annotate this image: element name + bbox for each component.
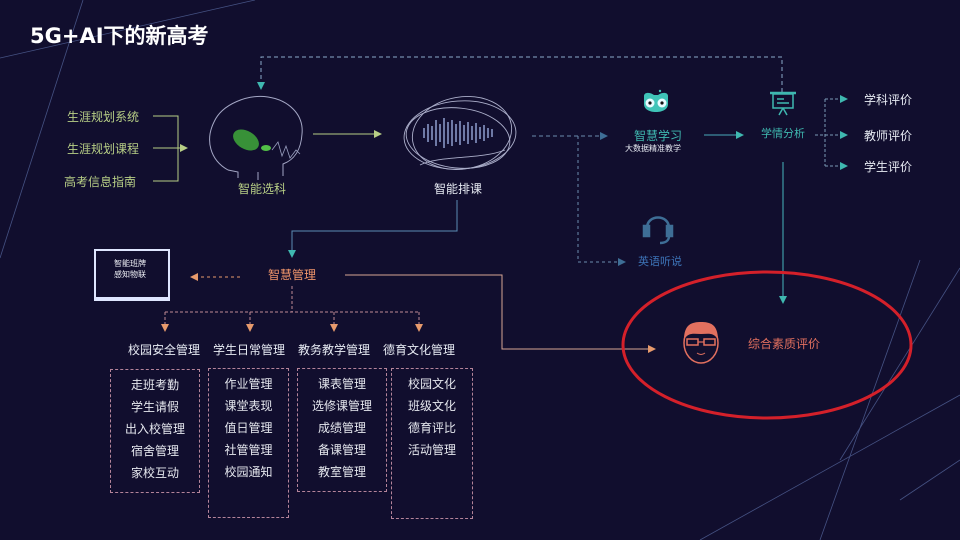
smart-class-board-label: 智能班牌 感知物联: [94, 258, 166, 280]
evaluation-subject: 学科评价: [864, 93, 913, 107]
highlight-ellipse: [621, 270, 913, 420]
node-smart-learning-sublabel: 大数据精准教学: [625, 144, 681, 153]
student-face-icon: [683, 322, 719, 364]
list-item: 课表管理: [317, 377, 366, 391]
owl-icon: [644, 89, 668, 112]
list-item: 班级文化: [407, 399, 456, 413]
list-item: 校园文化: [407, 377, 456, 391]
list-item: 值日管理: [224, 421, 273, 435]
node-smart-scheduling: 智能排课: [434, 182, 483, 196]
list-item: 作业管理: [224, 377, 273, 391]
evaluation-student: 学生评价: [864, 160, 913, 174]
smart-class-board-line1: 智能班牌: [114, 259, 146, 268]
list-item: 教室管理: [317, 465, 366, 479]
category-moral-culture: 德育文化管理: [383, 343, 456, 357]
input-career-planning-system: 生涯规划系统: [67, 110, 140, 124]
smart-class-board-line2: 感知物联: [114, 270, 146, 279]
list-item: 学生请假: [130, 400, 179, 414]
monitor-icon: [94, 249, 170, 299]
input-gaokao-info-guide: 高考信息指南: [64, 175, 137, 189]
input-career-planning-course: 生涯规划课程: [67, 142, 140, 156]
list-item: 社管管理: [224, 443, 273, 457]
evaluation-teacher: 教师评价: [864, 129, 913, 143]
node-smart-subject-selection: 智能选科: [238, 182, 287, 196]
list-item: 走班考勤: [130, 378, 179, 392]
brain-waveform-icon: [403, 96, 517, 170]
brain-icon: [209, 95, 303, 180]
list-item: 备课管理: [317, 443, 366, 457]
node-comprehensive-evaluation: 综合素质评价: [748, 337, 821, 351]
list-item: 家校互动: [130, 466, 179, 480]
list-item: 成绩管理: [317, 421, 366, 435]
list-item: 选修课管理: [311, 399, 372, 413]
category-box-student-daily: 作业管理 课堂表现 值日管理 社管管理 校园通知: [208, 368, 289, 518]
presentation-board-icon: [770, 91, 796, 116]
list-item: 宿舍管理: [130, 444, 179, 458]
headset-icon: [642, 216, 674, 245]
monitor-base: [94, 299, 170, 301]
node-smart-management: 智慧管理: [268, 268, 317, 282]
category-box-moral-culture: 校园文化 班级文化 德育评比 活动管理: [391, 368, 473, 519]
node-smart-learning: 智慧学习: [634, 129, 683, 143]
category-box-academic-affairs: 课表管理 选修课管理 成绩管理 备课管理 教室管理: [297, 368, 387, 492]
node-learning-analysis: 学情分析: [761, 127, 805, 140]
list-item: 校园通知: [224, 465, 273, 479]
list-item: 德育评比: [407, 421, 456, 435]
list-item: 课堂表现: [224, 399, 273, 413]
list-item: 出入校管理: [124, 422, 185, 436]
category-student-daily: 学生日常管理: [213, 343, 286, 357]
node-english-listening: 英语听说: [638, 255, 682, 268]
category-campus-safety: 校园安全管理: [128, 343, 201, 357]
category-academic-affairs: 教务教学管理: [298, 343, 371, 357]
category-box-campus-safety: 走班考勤 学生请假 出入校管理 宿舍管理 家校互动: [110, 369, 200, 493]
page-title: 5G+AI下的新高考: [30, 24, 209, 48]
list-item: 活动管理: [407, 443, 456, 457]
